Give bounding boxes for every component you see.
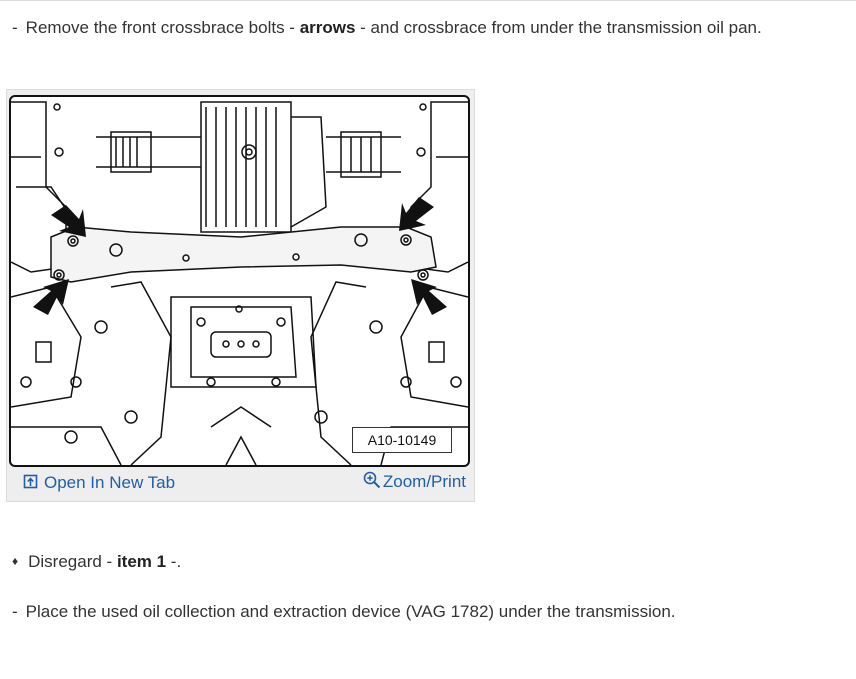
note-bold-ref: item 1	[116, 552, 167, 571]
step-dash: -	[12, 18, 18, 37]
figure-label: A10-10149	[352, 427, 452, 453]
technical-illustration	[9, 95, 470, 467]
open-in-new-tab-label: Open In New Tab	[44, 473, 176, 492]
note-text-end: -.	[166, 552, 182, 571]
step-text-end: - and crossbrace from under the transmis…	[355, 18, 762, 37]
zoom-print-link[interactable]: Zoom/Print	[363, 471, 466, 494]
step-remove-crossbrace: -Remove the front crossbrace bolts - arr…	[12, 17, 762, 39]
open-in-new-tab-icon	[23, 474, 38, 494]
step-text: Remove the front crossbrace bolts -	[25, 18, 300, 37]
crossbrace-drawing	[11, 101, 468, 465]
step-dash: -	[12, 602, 18, 621]
note-disregard: ♦ Disregard - item 1 -.	[12, 551, 181, 574]
open-in-new-tab-link[interactable]: Open In New Tab	[23, 473, 175, 494]
magnifier-plus-icon	[363, 471, 381, 494]
zoom-print-label: Zoom/Print	[382, 471, 466, 491]
note-text: Disregard -	[28, 552, 117, 571]
figure-actions: Open In New Tab Zoom/Print	[9, 470, 470, 498]
top-divider	[0, 0, 856, 1]
bullet-diamond-icon: ♦	[12, 554, 19, 568]
step-place-oil-device: -Place the used oil collection and extra…	[12, 601, 676, 623]
step-text: Place the used oil collection and extrac…	[25, 602, 676, 621]
step-bold-ref: arrows	[299, 18, 356, 37]
